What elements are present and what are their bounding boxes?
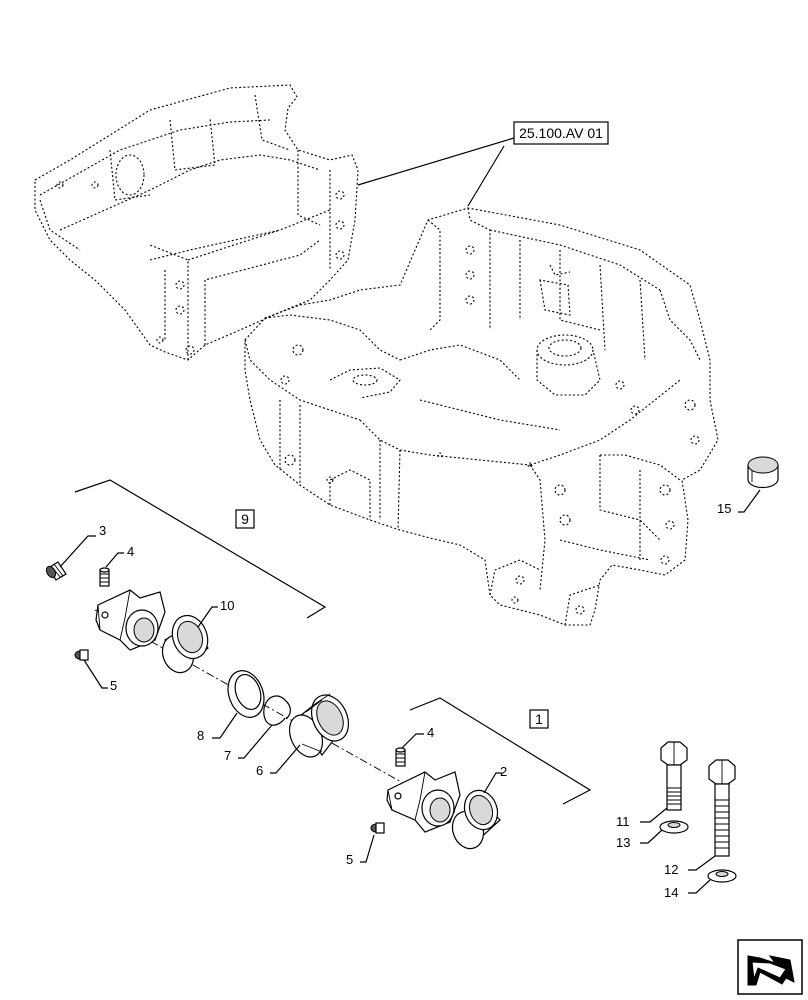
bolt-part-12 (708, 759, 736, 857)
group-1-bracket: 1 (409, 697, 592, 805)
callout-number: 12 (664, 862, 678, 877)
callout-number: 14 (664, 885, 678, 900)
washer-part-13 (659, 820, 689, 834)
screw-part-3 (45, 561, 67, 581)
cap-part-15 (747, 456, 779, 489)
callout-number: 13 (616, 835, 630, 850)
bearing-housing-right (386, 771, 461, 833)
grease-fitting-part-4-right (395, 747, 406, 767)
callout-number: 7 (224, 748, 231, 763)
callout-6[interactable]: 6 (256, 744, 301, 778)
callout-4-right[interactable]: 4 (401, 725, 434, 749)
callout-number: 3 (99, 523, 106, 538)
callout-14[interactable]: 14 (664, 879, 711, 900)
group-9-bracket: 9 (74, 479, 327, 619)
bushing-part-10 (161, 614, 209, 674)
callout-number: 11 (616, 814, 630, 829)
callout-11[interactable]: 11 (616, 807, 668, 829)
callout-number: 10 (220, 598, 234, 613)
center-line (94, 609, 461, 816)
reference-label: 25.100.AV 01 (519, 125, 603, 141)
seal-part-6 (288, 693, 350, 758)
front-axle-support-left (34, 84, 359, 361)
callout-7[interactable]: 7 (224, 724, 273, 763)
callout-number: 6 (256, 763, 263, 778)
callout-number: 4 (127, 544, 134, 559)
washer-part-14 (707, 869, 737, 883)
plug-part-5-right (370, 822, 385, 834)
callout-5-right[interactable]: 5 (346, 834, 375, 867)
arrow-nav-icon[interactable] (737, 939, 803, 995)
plug-part-5-left (74, 649, 89, 661)
callout-number: 4 (427, 725, 434, 740)
callout-13[interactable]: 13 (616, 829, 663, 850)
bushing-part-2 (451, 789, 501, 850)
callout-10[interactable]: 10 (197, 598, 234, 628)
grease-fitting-part-4-left (99, 567, 110, 587)
front-axle-support-main (244, 207, 719, 626)
callout-3[interactable]: 3 (59, 523, 106, 568)
bolt-part-11 (660, 741, 688, 811)
callout-8[interactable]: 8 (197, 712, 238, 743)
group-label-9: 9 (241, 511, 249, 527)
callout-number: 15 (717, 501, 731, 516)
callout-number: 5 (110, 678, 117, 693)
callout-12[interactable]: 12 (664, 855, 716, 877)
snap-ring-part-7 (263, 695, 291, 726)
callout-2[interactable]: 2 (483, 764, 507, 794)
bearing-housing-left (95, 589, 166, 651)
callout-number: 5 (346, 852, 353, 867)
ring-part-8 (227, 670, 265, 718)
callout-number: 2 (500, 764, 507, 779)
group-label-1: 1 (535, 711, 543, 727)
callout-4-left[interactable]: 4 (105, 544, 134, 568)
reference-callout[interactable]: 25.100.AV 01 (357, 121, 609, 207)
callout-number: 8 (197, 728, 204, 743)
callout-5-left[interactable]: 5 (83, 659, 117, 693)
callout-15[interactable]: 15 (717, 489, 761, 516)
